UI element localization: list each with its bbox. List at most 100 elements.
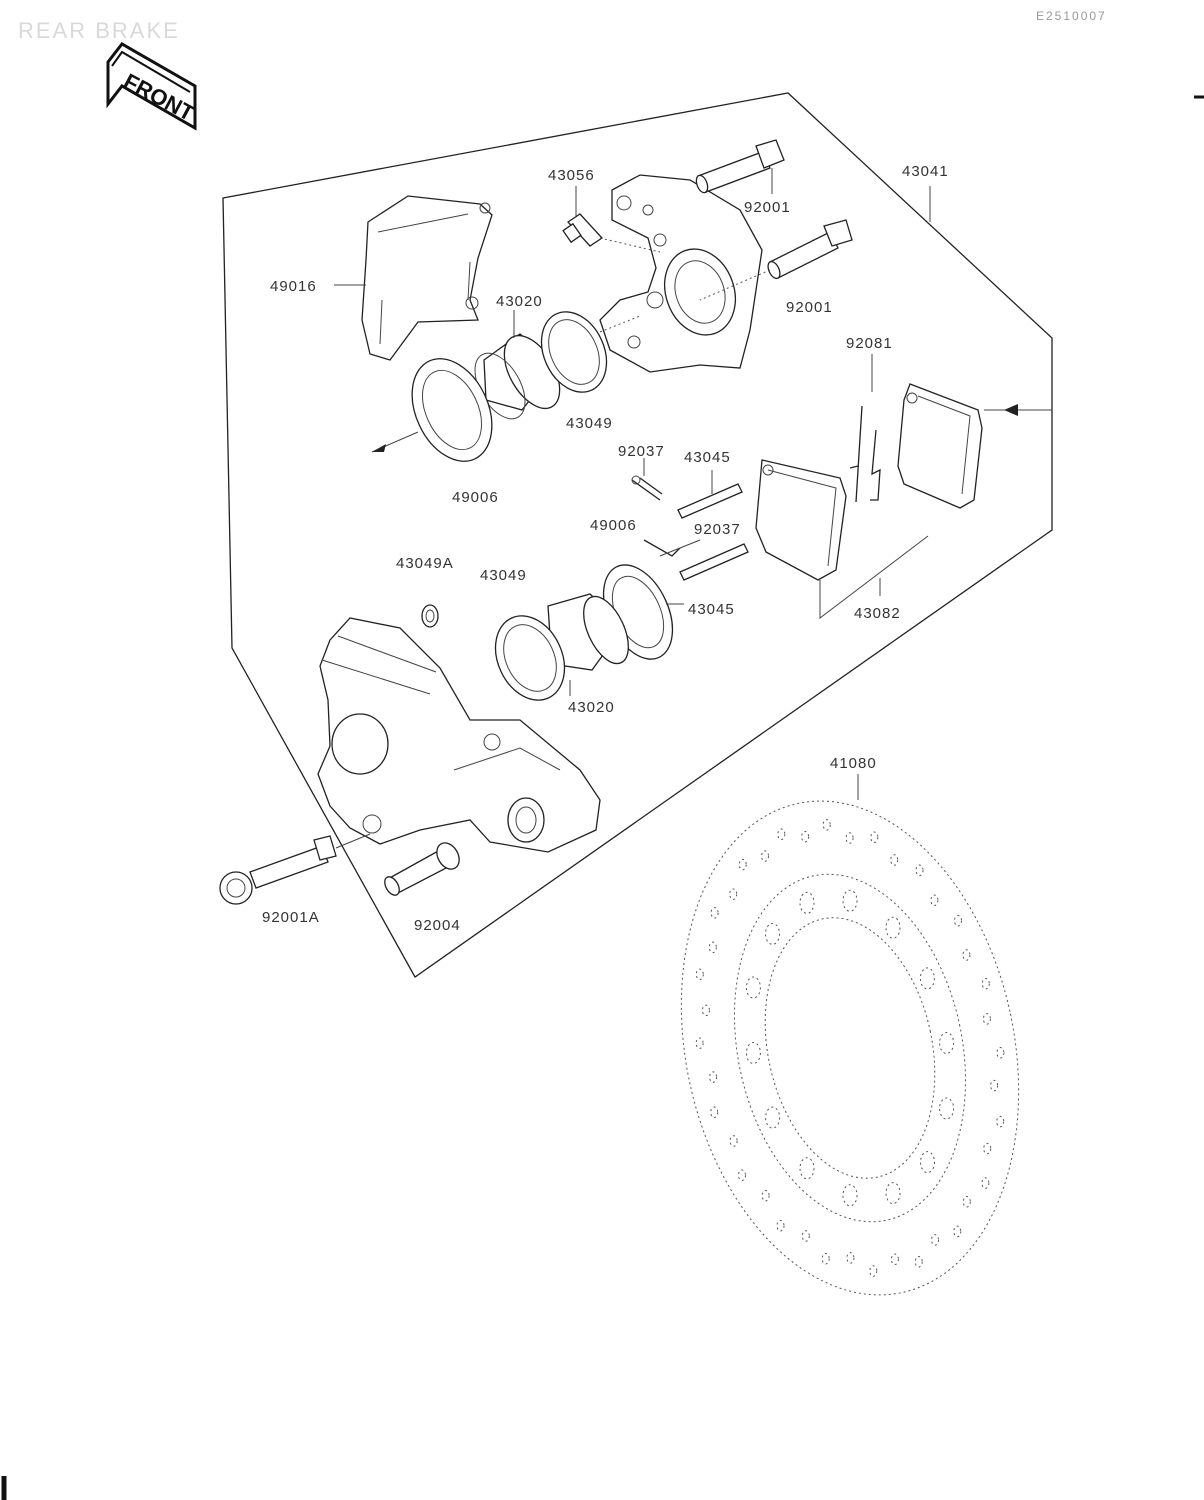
disc-hole bbox=[745, 1042, 761, 1064]
label-41080: 41080 bbox=[830, 755, 877, 772]
label-43049A: 43049A bbox=[396, 555, 454, 572]
dust-seal-49006-upper bbox=[411, 358, 493, 462]
pad-pin-43045-upper bbox=[677, 483, 743, 519]
label-43049-top: 43049 bbox=[566, 415, 613, 432]
bolt-92001-top bbox=[695, 139, 785, 194]
brake-pad-43082-outer bbox=[897, 383, 983, 509]
disc-hole bbox=[738, 1169, 746, 1181]
disc-hole bbox=[920, 1151, 935, 1174]
label-92001A: 92001A bbox=[262, 909, 320, 926]
label-43049-bot: 43049 bbox=[480, 567, 527, 584]
label-43082: 43082 bbox=[854, 605, 901, 622]
pad-pin-43045-lower bbox=[679, 543, 749, 581]
label-92081: 92081 bbox=[846, 335, 893, 352]
bracket-43082 bbox=[819, 535, 929, 620]
disc-hole bbox=[915, 864, 924, 877]
brake-pad-43082-inner bbox=[755, 459, 847, 581]
disc-hole bbox=[842, 1184, 858, 1207]
label-49006-b: 49006 bbox=[590, 517, 637, 534]
disc-hole bbox=[890, 1253, 899, 1266]
label-43056: 43056 bbox=[548, 167, 595, 184]
disc-hole bbox=[761, 1189, 770, 1202]
bolt-92001A bbox=[219, 835, 337, 905]
pad-spring-49016 bbox=[361, 195, 493, 361]
leader-92037-mid bbox=[659, 539, 701, 557]
disc-hole bbox=[931, 1234, 939, 1246]
section-title: REAR BRAKE bbox=[18, 18, 180, 43]
disc-hole bbox=[709, 1071, 718, 1083]
disc-hole bbox=[939, 1032, 955, 1054]
clip-49006-small bbox=[643, 539, 681, 557]
label-43041: 43041 bbox=[902, 163, 949, 180]
label-92037-mid: 92037 bbox=[694, 521, 741, 538]
disc-hole bbox=[799, 1157, 815, 1180]
disc-hole bbox=[761, 850, 769, 862]
anti-rattle-spring-92081 bbox=[849, 405, 881, 503]
axis-upper-piston bbox=[599, 315, 641, 333]
disc-hole bbox=[729, 888, 738, 900]
axis-43056 bbox=[599, 237, 661, 253]
disc-hole bbox=[981, 1177, 990, 1189]
disc-hole bbox=[962, 949, 971, 961]
disc-hole bbox=[990, 1079, 999, 1092]
front-arrow-icon: FRONT bbox=[106, 42, 199, 131]
disc-hole bbox=[845, 832, 854, 844]
arrow-head-49006 bbox=[372, 444, 386, 452]
disc-hole bbox=[953, 1225, 962, 1238]
label-43045-top: 43045 bbox=[684, 449, 731, 466]
disc-hole bbox=[982, 1013, 991, 1025]
disc-hole bbox=[930, 894, 939, 907]
disc-hole bbox=[695, 1037, 704, 1049]
disc-hole bbox=[822, 819, 831, 831]
caliper-assembly-outline bbox=[222, 92, 1053, 978]
disc-hole bbox=[738, 858, 747, 871]
disc-hole bbox=[821, 1252, 830, 1265]
disc-hole bbox=[846, 1252, 855, 1264]
disc-hole bbox=[939, 1097, 955, 1120]
disc-hole bbox=[708, 941, 717, 954]
disc-hole bbox=[729, 1135, 738, 1147]
disc-hole bbox=[981, 977, 990, 990]
label-92004: 92004 bbox=[414, 917, 461, 934]
disc-hole bbox=[801, 830, 810, 843]
disc-holes bbox=[695, 819, 1005, 1277]
disc-hole bbox=[842, 889, 858, 912]
label-92001-mid: 92001 bbox=[786, 299, 833, 316]
disc-hole bbox=[885, 916, 901, 939]
disc-hole bbox=[870, 831, 879, 844]
disc-hole bbox=[695, 968, 704, 981]
disc-hole bbox=[799, 891, 815, 914]
label-43020-bot: 43020 bbox=[568, 699, 615, 716]
disc-hole bbox=[869, 1265, 878, 1277]
disc-hole bbox=[765, 922, 780, 945]
disc-hole bbox=[996, 1115, 1005, 1128]
disc-hole bbox=[776, 1219, 785, 1232]
disc-hole bbox=[710, 907, 719, 919]
piston-seal-43049-upper bbox=[540, 311, 608, 393]
arrow-head-pad bbox=[1004, 404, 1018, 416]
caliper-lower-half bbox=[317, 617, 601, 853]
disc-hole bbox=[962, 1196, 971, 1208]
disc-hole bbox=[996, 1047, 1005, 1059]
bleeder-valve-43056 bbox=[562, 213, 603, 247]
label-49006-a: 49006 bbox=[452, 489, 499, 506]
brake-disc-41080 bbox=[680, 800, 1020, 1296]
disc-hole bbox=[710, 1106, 719, 1119]
label-92037-top: 92037 bbox=[618, 443, 665, 460]
label-43020-top: 43020 bbox=[496, 293, 543, 310]
disc-hole bbox=[954, 915, 962, 927]
axis-92001A bbox=[335, 833, 371, 849]
disc-hole bbox=[983, 1142, 992, 1155]
disc-hole bbox=[885, 1182, 901, 1205]
disc-hole bbox=[745, 976, 761, 999]
label-43045-bot: 43045 bbox=[688, 601, 735, 618]
drawing-code: E2510007 bbox=[1036, 9, 1107, 23]
bolt-92001-mid bbox=[767, 219, 853, 280]
disc-hole bbox=[801, 1230, 810, 1242]
caliper-upper-half bbox=[599, 174, 763, 373]
disc-hole bbox=[701, 1004, 710, 1017]
disc-hole bbox=[765, 1106, 781, 1129]
cotter-pin-92037 bbox=[631, 475, 663, 501]
